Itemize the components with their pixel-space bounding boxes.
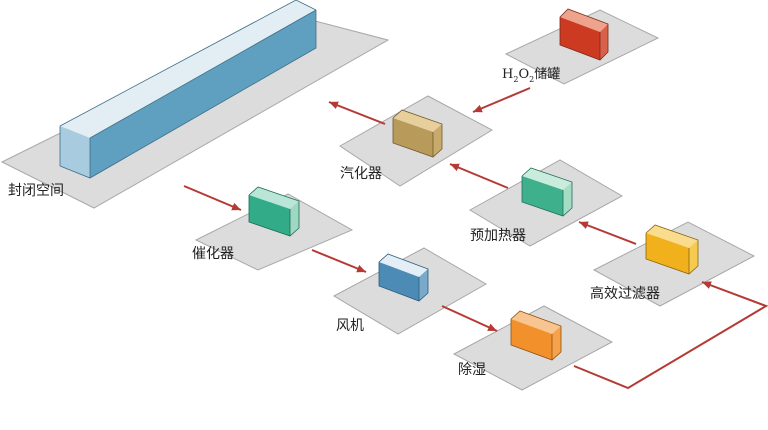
h2o2-tank-unit: H2O2储罐 bbox=[502, 8, 660, 85]
hepa-filter-unit: 高效过滤器 bbox=[590, 221, 756, 307]
preheater-unit: 预加热器 bbox=[469, 159, 624, 247]
hepa-filter-label: 高效过滤器 bbox=[590, 285, 660, 302]
fan-box bbox=[378, 253, 429, 302]
vaporizer-box bbox=[392, 109, 443, 158]
fan-unit: 风机 bbox=[332, 247, 488, 335]
arrow-fan-to-dehumidifier bbox=[441, 305, 498, 332]
enclosed-space-label: 封闭空间 bbox=[8, 183, 64, 199]
preheater-box bbox=[521, 167, 573, 217]
dehumidifier-unit: 除湿 bbox=[452, 305, 614, 391]
arrow-hepa-to-preheater bbox=[578, 221, 637, 245]
arrow-dehumidifier-to-hepa bbox=[573, 281, 768, 390]
fan-label: 风机 bbox=[336, 318, 364, 334]
arrow-vaporizer-to-enclosed-space bbox=[328, 101, 386, 125]
catalyst-label: 催化器 bbox=[192, 246, 234, 262]
dehumidifier-box bbox=[510, 310, 562, 361]
enclosed-space-unit: 封闭空间 bbox=[0, 0, 390, 209]
arrow-enclosed-space-to-catalyst bbox=[183, 185, 242, 211]
flow-arrows bbox=[183, 87, 768, 390]
arrow-tank-to-vaporizer bbox=[472, 87, 531, 113]
catalyst-box bbox=[248, 186, 300, 237]
hepa-filter-box bbox=[645, 224, 699, 275]
enclosed-space-box bbox=[59, 0, 317, 179]
h2o2-tank-label: H2O2储罐 bbox=[502, 67, 560, 84]
vaporizer-unit: 汽化器 bbox=[339, 95, 494, 187]
catalyst-unit: 催化器 bbox=[192, 186, 354, 271]
h2o2-tank-box bbox=[559, 8, 609, 61]
arrow-preheater-to-vaporizer bbox=[449, 163, 509, 189]
vaporizer-label: 汽化器 bbox=[340, 166, 382, 182]
dehumidifier-label: 除湿 bbox=[458, 362, 486, 378]
arrow-catalyst-to-fan bbox=[311, 249, 367, 273]
preheater-label: 预加热器 bbox=[470, 228, 526, 244]
